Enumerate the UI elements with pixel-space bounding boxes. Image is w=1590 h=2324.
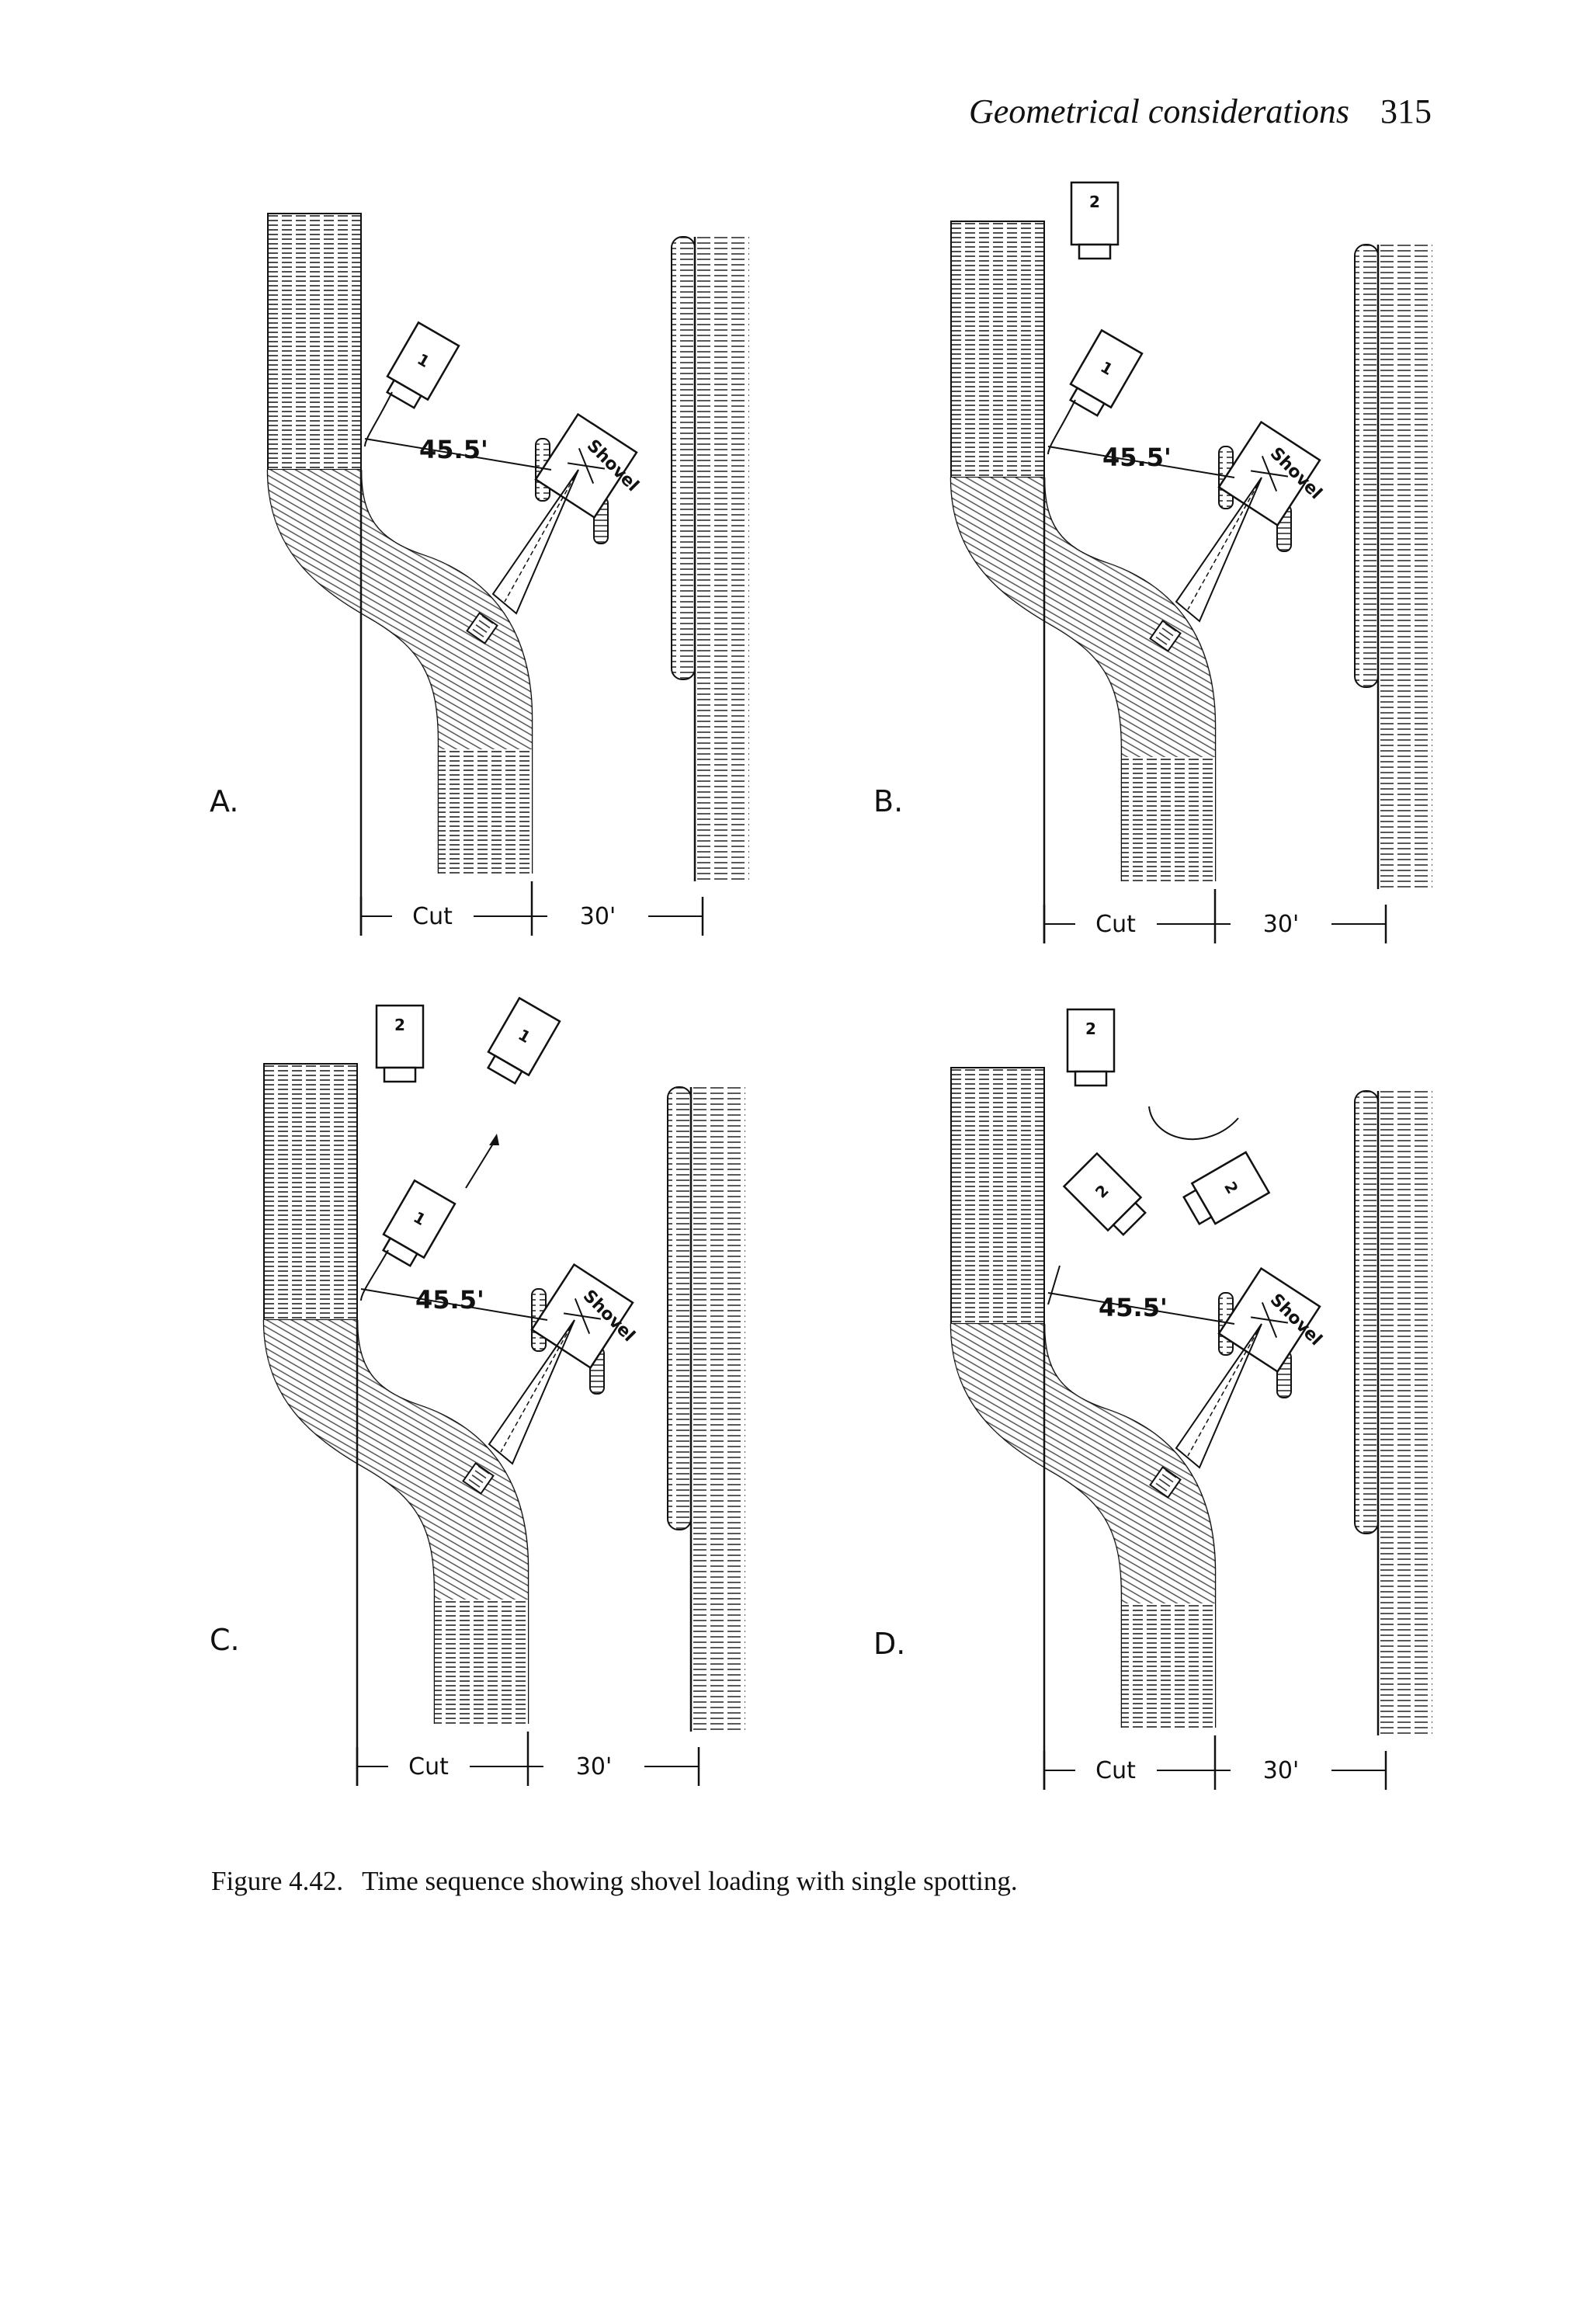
width-label: 30' (580, 903, 616, 930)
width-label: 30' (1263, 1757, 1299, 1784)
radius-label: 45.5' (1102, 443, 1172, 472)
radius-label: 45.5' (415, 1285, 484, 1315)
svg-text:2: 2 (394, 1016, 405, 1034)
cut-label: Cut (412, 903, 453, 930)
cut-label: Cut (1095, 911, 1136, 938)
svg-text:2: 2 (1085, 1020, 1096, 1038)
panel-c: 1 1 2 45.5' Shovel Cut 30' (262, 997, 747, 1787)
running-head: Geometrical considerations 315 (969, 92, 1432, 131)
figure-caption: Figure 4.42. Time sequence showing shovel… (211, 1866, 1018, 1897)
truck-2-icon: 2 (375, 1004, 425, 1083)
running-head-title: Geometrical considerations (968, 92, 1349, 130)
cut-label: Cut (408, 1753, 449, 1780)
truck-1-icon: 1 (375, 1179, 457, 1271)
panel-d-letter: D. (873, 1627, 905, 1661)
svg-text:2: 2 (1089, 193, 1100, 211)
truck-2-icon: 2 (1070, 181, 1120, 260)
width-label: 30' (576, 1753, 612, 1780)
panel-a: 1 45.5' Shovel Cut 30' (266, 212, 751, 937)
panel-b: 1 2 45.5' Shovel Cut 30' (949, 181, 1434, 945)
figure-number: Figure 4.42. (211, 1866, 344, 1896)
truck-1-icon: 1 (1062, 329, 1144, 421)
cut-label: Cut (1095, 1757, 1136, 1784)
truck-2-approach-icon: 2 (1179, 1151, 1270, 1232)
width-label: 30' (1263, 911, 1299, 938)
panel-d: 2 2 2 45.5' Shovel Cut 30' (949, 1008, 1434, 1791)
page-number: 315 (1380, 92, 1432, 130)
radius-label: 45.5' (419, 435, 488, 464)
panel-b-letter: B. (873, 784, 903, 818)
figure-caption-text: Time sequence showing shovel loading wit… (362, 1866, 1018, 1896)
truck-2-spotted-icon: 2 (1066, 1008, 1116, 1087)
truck-1-departing-icon: 1 (480, 997, 561, 1089)
panel-c-letter: C. (210, 1623, 240, 1657)
panel-a-letter: A. (210, 784, 238, 818)
figure-shovel-loading-sequence: 1 45.5' Shovel Cut 30' A. 1 2 45.5' Shov… (210, 181, 1434, 1791)
truck-2-reversing-icon: 2 (1063, 1152, 1152, 1242)
radius-label: 45.5' (1099, 1293, 1168, 1322)
truck-1-icon: 1 (379, 321, 460, 413)
